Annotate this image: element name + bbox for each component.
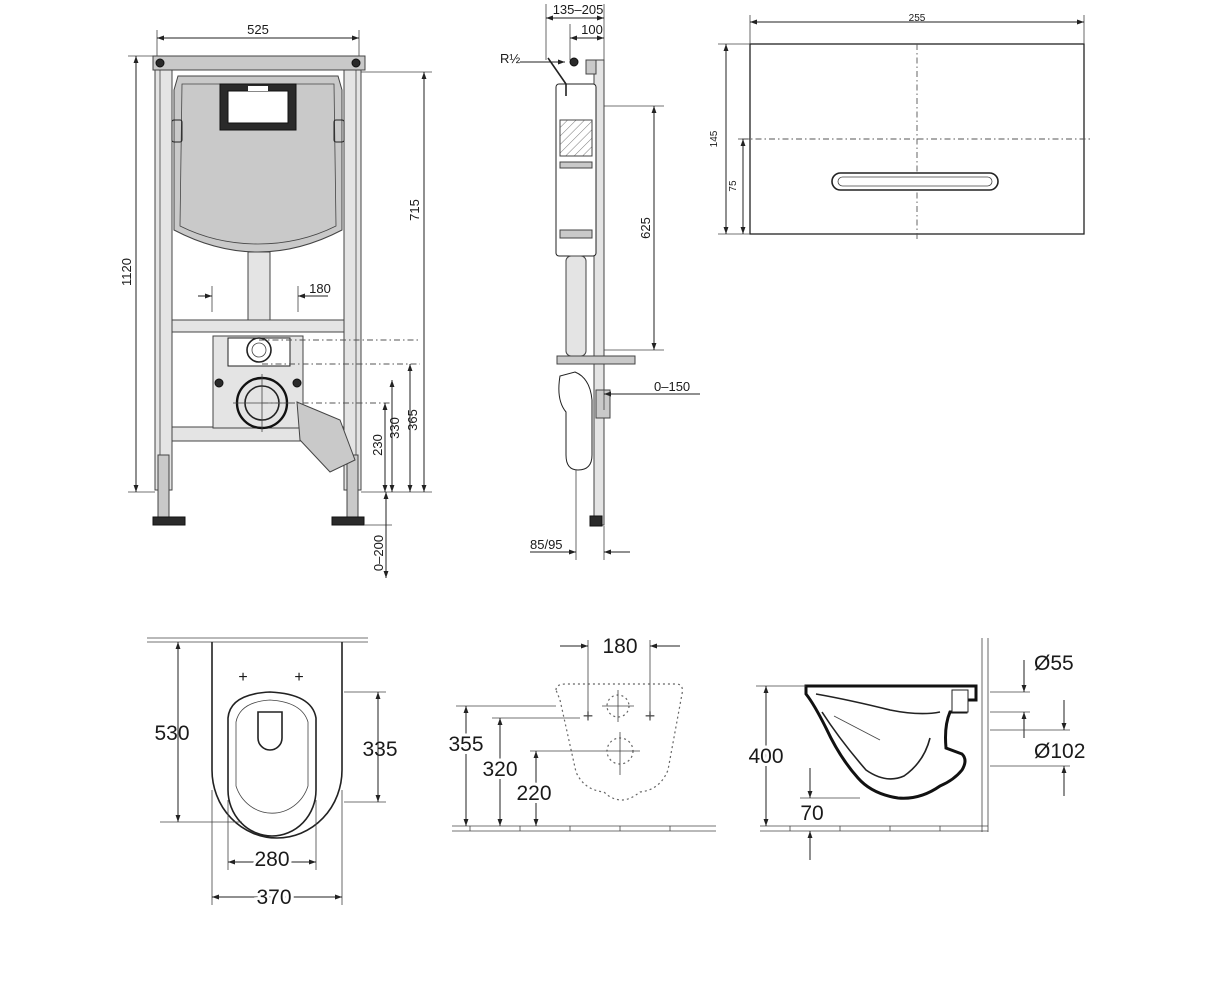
frame-right-leg — [346, 454, 359, 521]
frame-left-leg — [157, 454, 170, 521]
dim-plate-width: 255 — [909, 13, 926, 24]
dim-plate-height: 145 — [709, 130, 720, 147]
waste-elbow — [296, 401, 356, 473]
dim-height-70: 70 — [800, 802, 823, 825]
dim-flush-spacing: 180 — [309, 281, 331, 296]
flush-pipe-side — [565, 255, 587, 357]
dim-height-625: 625 — [638, 217, 653, 239]
dim-opening-width: 280 — [254, 848, 289, 871]
dim-height-230: 230 — [370, 434, 385, 456]
dim-outlet-height-715: 715 — [407, 199, 422, 221]
frame-left-post — [154, 69, 173, 491]
bolt-icon — [292, 378, 302, 388]
frame-front-view: 525 1120 715 180 365 330 230 0–200 — [119, 22, 432, 578]
bowl-side-view: Ø55 Ø102 400 70 — [745, 638, 1085, 860]
dim-bolt-spacing: 180 — [602, 635, 637, 658]
dim-bowl-height: 400 — [748, 745, 783, 768]
bolt-cross-icon: + — [294, 669, 303, 686]
frame-middle-bar — [171, 319, 345, 333]
bolt-icon — [214, 378, 224, 388]
dim-height-220: 220 — [516, 782, 551, 805]
dim-height-355: 355 — [448, 733, 483, 756]
cistern-clip — [171, 119, 183, 143]
dim-diameter-55: Ø55 — [1034, 652, 1074, 675]
dim-depth-range: 135–205 — [553, 2, 604, 17]
inlet-connector — [246, 337, 272, 363]
dim-foot-depth: 85/95 — [530, 537, 563, 552]
frame-right-post — [343, 69, 362, 491]
cistern-clip — [333, 119, 345, 143]
dim-bowl-width: 370 — [256, 886, 291, 909]
water-inlet-icon — [569, 57, 579, 67]
bowl-outlet — [257, 711, 283, 751]
bowl-side-profile — [804, 684, 978, 800]
bowl-top-view: + + 530 335 280 370 — [147, 637, 398, 912]
bowl-outline — [211, 642, 343, 839]
dim-height-320: 320 — [482, 758, 517, 781]
dim-bowl-length: 530 — [154, 722, 189, 745]
dim-height-365: 365 — [405, 409, 420, 431]
flush-pipe — [247, 251, 271, 323]
inlet-spud — [951, 689, 969, 713]
frame-right-foot — [331, 516, 365, 526]
dim-offset-range: 0–150 — [654, 379, 690, 394]
dim-button-height: 75 — [728, 180, 739, 192]
label-water-inlet: R½ — [500, 51, 520, 66]
dim-opening-length: 335 — [362, 738, 397, 761]
waste-pipe-side — [558, 371, 593, 471]
frame-top-rail — [152, 55, 366, 71]
bracket-side — [556, 355, 636, 365]
bolt-cross-icon: + — [238, 669, 247, 686]
mounting-pattern-view: + + 180 355 320 220 — [445, 635, 716, 832]
frame-left-foot — [152, 516, 186, 526]
dim-depth-100: 100 — [581, 22, 603, 37]
dim-frame-width: 525 — [247, 22, 269, 37]
dim-frame-height: 1120 — [119, 258, 134, 286]
flush-plate-view: 255 145 75 — [709, 13, 1090, 242]
frame-side-view: 135–205 100 R½ 625 0–150 85/95 — [500, 2, 700, 560]
dim-height-330: 330 — [387, 417, 402, 439]
bowl-rim — [227, 691, 317, 837]
mount-hole-icon — [155, 58, 165, 68]
dim-foot-adjust: 0–200 — [371, 535, 386, 571]
flush-button-bar[interactable] — [831, 172, 999, 191]
dim-diameter-102: Ø102 — [1034, 740, 1085, 763]
bowl-back-outline — [555, 683, 683, 801]
mount-hole-icon — [351, 58, 361, 68]
